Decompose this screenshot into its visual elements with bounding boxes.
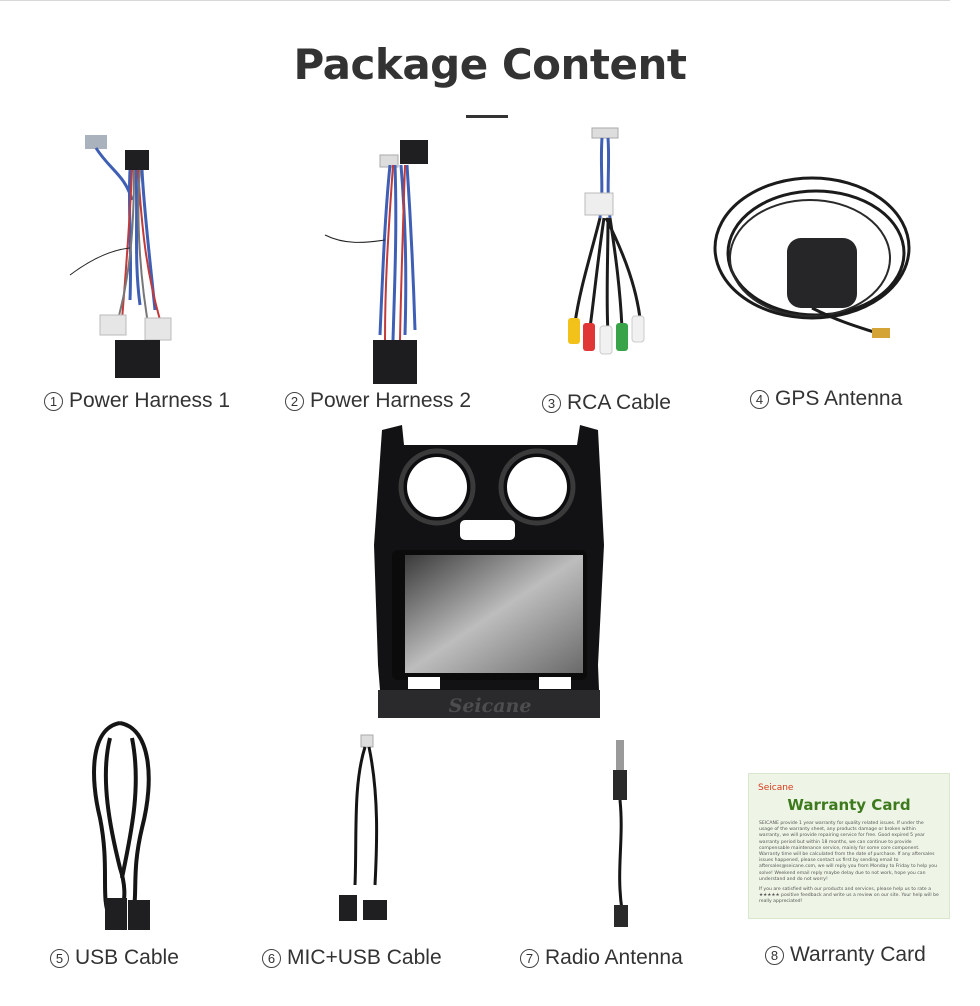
item-number: 2 xyxy=(285,391,304,411)
usb-cable-icon xyxy=(92,721,151,930)
item-caption: 5 USB Cable xyxy=(50,946,179,970)
power-harness-icon xyxy=(324,140,428,384)
rca-cable-icon xyxy=(568,127,645,355)
head-unit-brand: Seicane xyxy=(448,695,532,717)
item-label: USB Cable xyxy=(75,946,179,969)
item-number: 7 xyxy=(520,948,539,968)
warranty-card-title: Warranty Card xyxy=(787,796,911,814)
page-title: Package Content xyxy=(293,40,687,89)
item-label: MIC+USB Cable xyxy=(287,946,442,969)
item-caption: 1 Power Harness 1 xyxy=(44,389,230,413)
item-label: RCA Cable xyxy=(567,391,671,414)
item-caption: 3 RCA Cable xyxy=(542,391,671,415)
radio-antenna-icon xyxy=(613,740,628,927)
item-label: Power Harness 1 xyxy=(69,389,231,412)
warranty-card-brand: Seicane xyxy=(758,783,794,793)
item-number: 5 xyxy=(50,948,69,968)
warranty-card-icon: Seicane Warranty Card SEICANE provide 1 … xyxy=(748,773,950,919)
item-number: 3 xyxy=(542,393,561,413)
warranty-card-footer: If you are satisfied with our products a… xyxy=(759,887,939,905)
item-number: 6 xyxy=(262,948,281,968)
item-caption: 4 GPS Antenna xyxy=(750,387,902,411)
item-label: GPS Antenna xyxy=(775,387,903,410)
item-label: Radio Antenna xyxy=(545,946,683,969)
item-number: 8 xyxy=(765,945,784,965)
item-caption: 2 Power Harness 2 xyxy=(285,389,471,413)
head-unit-image xyxy=(374,425,604,718)
warranty-card-text: SEICANE provide 1 year warranty for qual… xyxy=(759,821,938,882)
gps-antenna-icon xyxy=(713,176,911,338)
item-number: 4 xyxy=(750,389,769,409)
item-caption: 7 Radio Antenna xyxy=(520,946,683,970)
item-caption: 6 MIC+USB Cable xyxy=(262,946,442,970)
item-label: Warranty Card xyxy=(790,943,926,966)
item-caption: 8 Warranty Card xyxy=(765,943,926,967)
item-number: 1 xyxy=(44,391,63,411)
top-divider xyxy=(0,0,950,1)
title-underline xyxy=(466,115,508,118)
warranty-card-body: SEICANE provide 1 year warranty for qual… xyxy=(759,821,939,906)
item-label: Power Harness 2 xyxy=(310,389,472,412)
mic-usb-cable-icon xyxy=(339,734,387,921)
power-harness-icon xyxy=(69,135,172,378)
